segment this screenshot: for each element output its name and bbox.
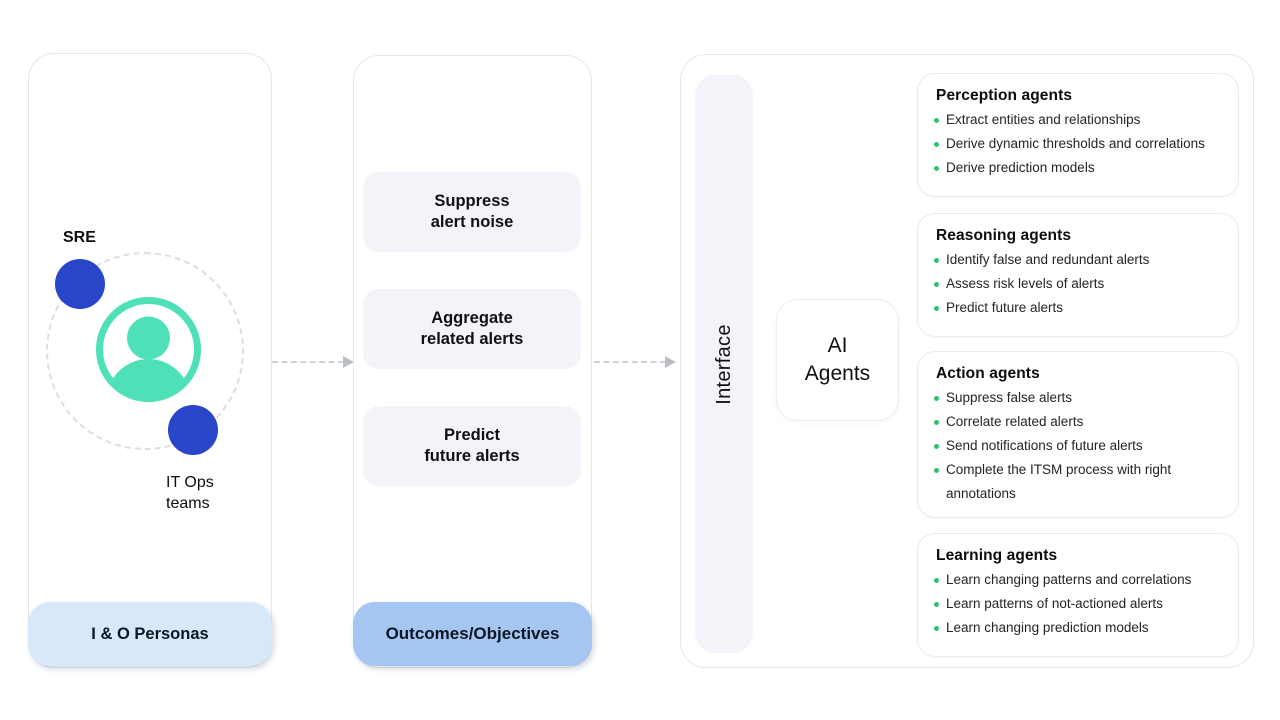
list-item: Send notifications of future alerts [934,434,1224,458]
ai-agents-box: AI Agents [776,299,899,421]
bullet-dot-icon [934,142,939,147]
bullet-dot-icon [934,306,939,311]
card-title: Learning agents [936,547,1058,564]
itops-dot [168,405,218,455]
outcome-box-suppress: Suppress alert noise [363,172,581,252]
arrow-personas-to-outcomes [272,361,344,363]
outcome-box-aggregate: Aggregate related alerts [363,289,581,369]
list-item: Extract entities and relationships [934,108,1224,132]
arrow-head-icon [665,355,676,368]
list-item: Suppress false alerts [934,386,1224,410]
personas-footer-pill: I & O Personas [28,602,272,666]
bullet-dot-icon [934,626,939,631]
list-item: Derive prediction models [934,156,1224,180]
interface-bar: Interface [695,75,753,653]
card-title: Action agents [936,365,1040,382]
action-agents-card: Action agents Suppress false alerts Corr… [917,351,1239,518]
reasoning-agents-card: Reasoning agents Identify false and redu… [917,213,1239,337]
bullet-dot-icon [934,258,939,263]
bullet-dot-icon [934,396,939,401]
bullet-dot-icon [934,602,939,607]
list-item: Learn patterns of not-actioned alerts [934,592,1224,616]
list-item: Learn changing patterns and correlations [934,568,1224,592]
bullet-dot-icon [934,282,939,287]
bullet-dot-icon [934,468,939,473]
sre-dot [55,259,105,309]
interface-label: Interface [712,323,735,405]
outcomes-panel: Suppress alert noise Aggregate related a… [353,55,592,668]
list-item: Learn changing prediction models [934,616,1224,640]
persona-group-circle [46,252,244,450]
bullet-dot-icon [934,444,939,449]
arrow-outcomes-to-agents [594,361,666,363]
outcome-box-predict: Predict future alerts [363,406,581,486]
perception-agents-card: Perception agents Extract entities and r… [917,73,1239,197]
list-item: Derive dynamic thresholds and correlatio… [934,132,1224,156]
bullet-dot-icon [934,420,939,425]
card-title: Reasoning agents [936,227,1072,244]
list-item: Predict future alerts [934,296,1224,320]
bullet-dot-icon [934,578,939,583]
list-item: Identify false and redundant alerts [934,248,1224,272]
personas-panel: SRE IT Ops teams I & O Personas [28,53,272,668]
learning-agents-card: Learning agents Learn changing patterns … [917,533,1239,657]
card-title: Perception agents [936,87,1073,104]
bullet-dot-icon [934,118,939,123]
bullet-dot-icon [934,166,939,171]
list-item: Complete the ITSM process with right ann… [934,458,1224,506]
agents-panel: Interface AI Agents Perception agents Ex… [680,54,1254,668]
person-icon [96,297,201,402]
outcomes-footer-pill: Outcomes/Objectives [353,602,592,666]
itops-label: IT Ops teams [166,474,214,512]
list-item: Assess risk levels of alerts [934,272,1224,296]
list-item: Correlate related alerts [934,410,1224,434]
arrow-head-icon [343,355,354,368]
sre-label: SRE [63,229,96,246]
